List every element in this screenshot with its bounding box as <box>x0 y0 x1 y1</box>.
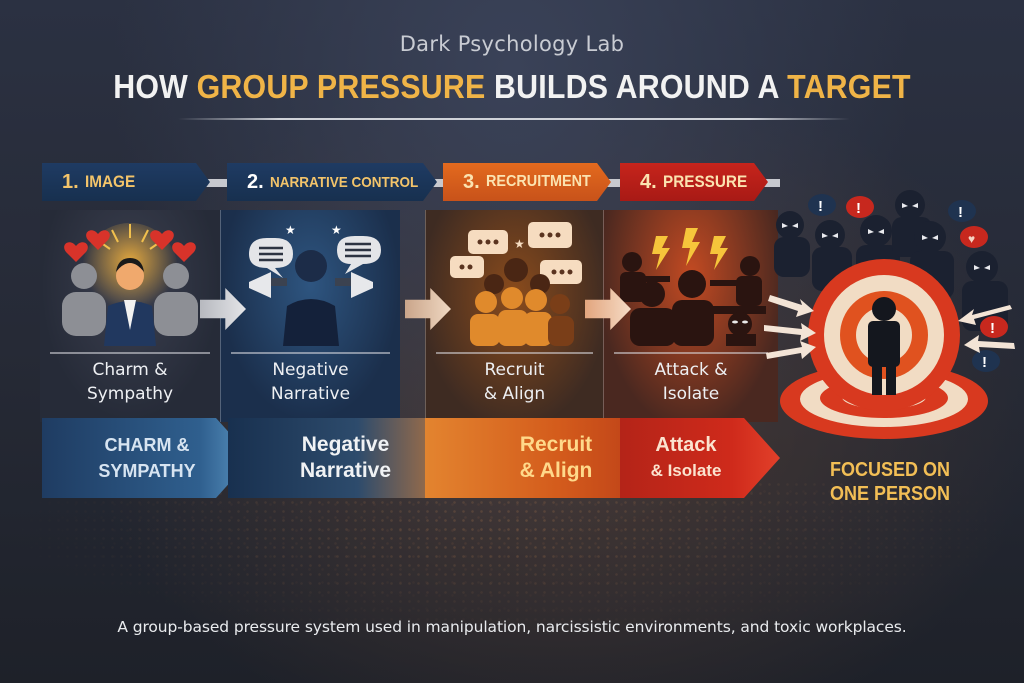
svg-text:!: ! <box>856 200 861 217</box>
panel-pressure: Attack &Isolate <box>603 210 778 422</box>
panel-divider <box>614 352 768 354</box>
step-tab-image: 1. IMAGE <box>42 163 210 201</box>
svg-text:★: ★ <box>514 237 525 251</box>
panel-divider <box>50 352 210 354</box>
charming-person-icon <box>62 223 198 346</box>
svg-text:!: ! <box>990 320 995 337</box>
step-tab-pressure: 4. PRESSURE <box>620 163 768 201</box>
panel-caption: Recruit& Align <box>483 360 546 404</box>
title-highlight: TARGET <box>787 68 911 105</box>
step-number: 2. <box>247 170 264 193</box>
step-label: NARRATIVE CONTROL <box>269 173 418 191</box>
svg-text:!: ! <box>958 204 963 221</box>
panel-caption: Charm &Sympathy <box>86 360 174 404</box>
step-tab-recruitment: 3. RECRUITMENT <box>443 163 611 201</box>
step-tab-narrative-control: 2. NARRATIVE CONTROL <box>227 163 437 201</box>
svg-text:!: ! <box>982 354 987 371</box>
banner-attack-isolate: Attack& Isolate <box>620 418 780 498</box>
svg-text:!: ! <box>818 198 823 215</box>
panel-caption: Attack &Isolate <box>654 360 728 404</box>
svg-text:★: ★ <box>331 223 342 237</box>
title-part: HOW <box>113 68 197 105</box>
page-title: HOW GROUP PRESSURE BUILDS AROUND A TARGE… <box>41 68 983 106</box>
bullseye-target-person-icon: ! ! ! ♥ ! ! <box>764 190 1015 439</box>
svg-text:♥: ♥ <box>968 232 975 246</box>
pointing-mob-icon <box>620 228 766 346</box>
megaphone-speaker-icon: ★★ <box>249 223 381 346</box>
background-texture <box>0 480 1024 640</box>
panel-divider <box>436 352 593 354</box>
panel-recruitment: ★ Recruit& Align <box>425 210 603 422</box>
title-divider <box>178 118 850 120</box>
brand-name: Dark Psychology Lab <box>399 32 625 56</box>
svg-text:★: ★ <box>285 223 296 237</box>
step-label: RECRUITMENT <box>485 173 591 190</box>
panel-divider <box>231 352 390 354</box>
title-highlight: GROUP PRESSURE <box>196 68 486 105</box>
step-label: PRESSURE <box>662 172 747 191</box>
footer-caption: A group-based pressure system used in ma… <box>117 618 907 636</box>
step-number: 3. <box>463 170 480 193</box>
group-chat-icon: ★ <box>450 222 582 346</box>
panel-image: Charm &Sympathy <box>40 210 220 422</box>
banner-charm-sympathy: CHARM &SYMPATHY <box>42 418 252 498</box>
title-part: BUILDS AROUND A <box>485 68 788 105</box>
step-number: 1. <box>62 170 79 193</box>
step-number: 4. <box>640 170 657 193</box>
step-label: IMAGE <box>84 172 135 191</box>
